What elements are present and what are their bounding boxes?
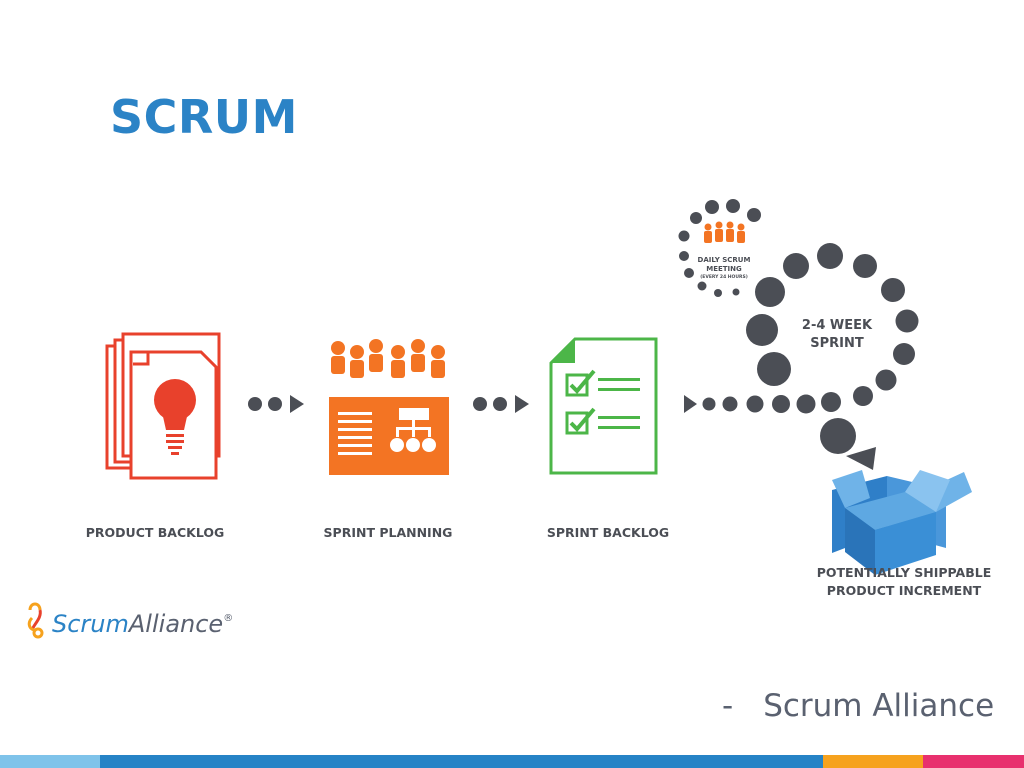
footer-segment-blue	[100, 755, 823, 768]
scrum-alliance-logo-mark	[27, 602, 44, 639]
daily-scrum-meeting-label: MEETING	[706, 265, 742, 273]
flow-dots-1	[248, 395, 304, 413]
sprint-planning-label: SPRINT PLANNING	[324, 525, 453, 540]
source-attribution: -Scrum Alliance	[722, 688, 994, 724]
daily-scrum-frequency-label: (EVERY 24 HOURS)	[700, 274, 748, 280]
daily-scrum-people-icon	[704, 221, 745, 243]
sprint-duration-label: 2-4 WEEK	[802, 318, 873, 333]
open-box-icon	[832, 470, 972, 575]
footer-segment-orange	[823, 755, 923, 768]
sprint-cycle: 2-4 WEEK SPRINT	[746, 243, 919, 470]
sprint-backlog-label: SPRINT BACKLOG	[547, 525, 669, 540]
footer-segment-light-blue	[0, 755, 100, 768]
logo-scrum-word: Scrum	[52, 610, 129, 638]
product-backlog-label: PRODUCT BACKLOG	[86, 525, 224, 540]
attribution-text: Scrum Alliance	[763, 688, 995, 724]
flow-dots-3	[684, 392, 841, 414]
svg-text:ScrumAlliance®: ScrumAlliance®	[52, 610, 233, 638]
sprint-backlog-icon	[549, 337, 658, 475]
logo-registered-mark: ®	[223, 613, 233, 624]
flow-dots-2	[473, 395, 529, 413]
increment-label-line1: POTENTIALLY SHIPPABLE	[817, 565, 992, 580]
increment-label-line2: PRODUCT INCREMENT	[827, 583, 982, 598]
scrum-alliance-logo: ScrumAlliance®	[27, 602, 233, 639]
slide-title: SCRUM	[110, 90, 298, 144]
attribution-dash: -	[722, 688, 734, 724]
product-backlog-icon	[105, 332, 221, 480]
footer-segment-pink	[923, 755, 1024, 768]
footer-color-bar	[0, 755, 1024, 768]
sprint-label: SPRINT	[810, 336, 864, 351]
logo-alliance-word: Alliance	[127, 610, 223, 638]
team-people-icon	[331, 339, 445, 378]
daily-scrum-label: DAILY SCRUM	[698, 256, 751, 264]
daily-scrum-cycle: DAILY SCRUM MEETING (EVERY 24 HOURS)	[678, 199, 761, 297]
sprint-planning-icon	[329, 339, 449, 475]
